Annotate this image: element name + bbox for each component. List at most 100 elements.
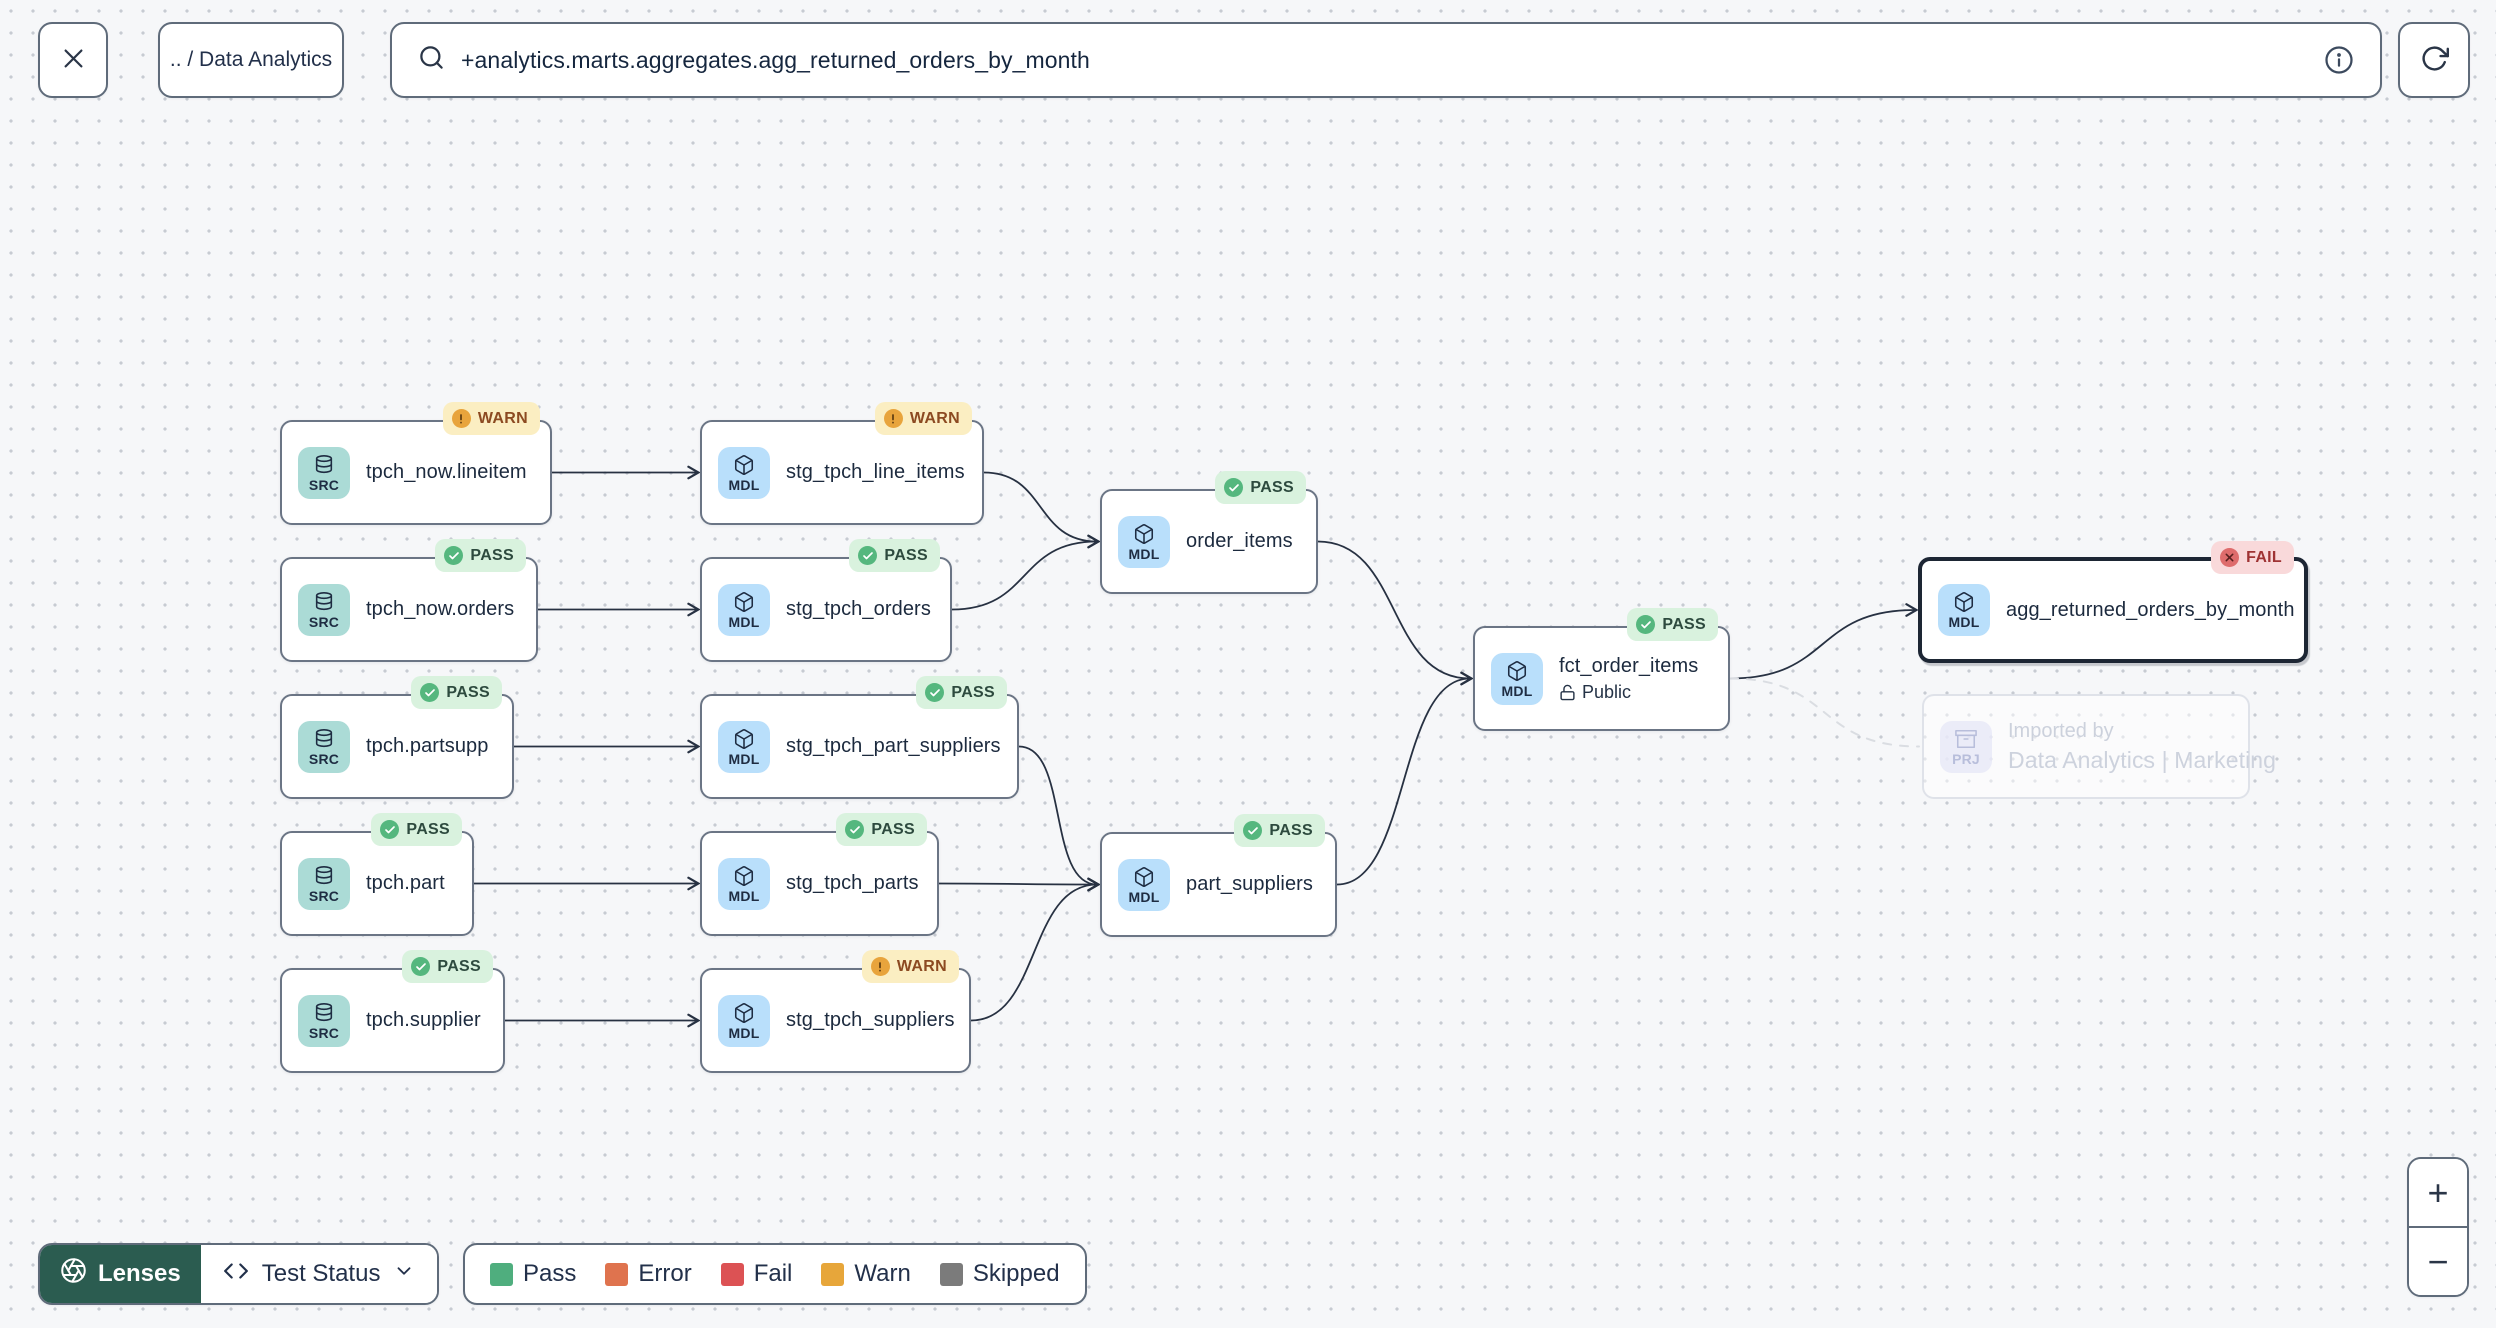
node-sublabel-top: Imported by	[2008, 719, 2114, 742]
lens-selector-label: Test Status	[261, 1260, 381, 1287]
lenses-control: Lenses Test Status	[38, 1243, 440, 1305]
edge-fct_order_items-to-prj_imported	[1729, 677, 1920, 748]
code-icon	[223, 1258, 249, 1291]
search-icon	[418, 44, 445, 76]
node-type-label: MDL	[1501, 682, 1533, 699]
archive-icon	[1955, 728, 1977, 750]
zoom-out-button[interactable]: −	[2409, 1228, 2467, 1295]
close-button[interactable]	[38, 22, 108, 98]
legend-swatch	[720, 1262, 744, 1286]
status-badge: PASS	[916, 676, 1007, 709]
status-badge: WARN	[861, 950, 959, 983]
edge-stg_part_suppliers-to-part_suppliers	[1018, 745, 1101, 892]
zoom-in-button[interactable]: +	[2409, 1159, 2467, 1226]
node-labels: Imported by Data Analytics | Marketing	[2008, 719, 2276, 774]
node-label: stg_tpch_part_suppliers	[786, 735, 1001, 757]
node-type-badge: MDL	[718, 857, 770, 910]
node-labels: part_suppliers	[1186, 873, 1313, 896]
node-type-label: MDL	[1128, 545, 1160, 562]
node-label: Data Analytics | Marketing	[2008, 746, 2277, 773]
legend-item-skipped: Skipped	[939, 1260, 1060, 1288]
edge-stg_suppliers-to-part_suppliers	[970, 877, 1101, 1022]
close-icon	[60, 45, 87, 75]
lenses-label: Lenses	[98, 1260, 181, 1287]
check-icon	[858, 546, 878, 565]
box-icon	[733, 865, 755, 887]
status-badge: PASS	[1627, 608, 1718, 641]
status-badge-label: PASS	[446, 683, 490, 701]
chevron-down-icon	[393, 1260, 415, 1289]
legend-item-error: Error	[605, 1260, 692, 1288]
status-badge-label: PASS	[951, 683, 995, 701]
breadcrumb[interactable]: .. / Data Analytics	[158, 22, 344, 98]
node-type-label: SRC	[308, 476, 340, 493]
node-labels: tpch.part	[366, 872, 445, 895]
legend-swatch	[821, 1262, 845, 1286]
status-badge-label: PASS	[871, 820, 915, 838]
legend-item-warn: Warn	[821, 1260, 911, 1288]
node-type-label: SRC	[308, 750, 340, 767]
check-icon	[1636, 615, 1656, 634]
search-input[interactable]	[461, 46, 2308, 74]
info-icon[interactable]	[2324, 45, 2354, 75]
edge-fct_order_items-to-agg_returned	[1729, 603, 1919, 680]
node-labels: stg_tpch_suppliers	[786, 1009, 954, 1032]
box-icon	[733, 728, 755, 750]
lenses-button[interactable]: Lenses	[40, 1245, 201, 1303]
database-icon	[313, 591, 335, 613]
node-label: tpch_now.lineitem	[366, 461, 527, 483]
edge-stg_parts-to-part_suppliers	[938, 877, 1101, 892]
node-type-badge: MDL	[1118, 858, 1170, 911]
status-badge: PASS	[435, 539, 526, 572]
check-icon	[925, 683, 945, 702]
legend-label: Warn	[854, 1260, 911, 1287]
node-labels: tpch.partsupp	[366, 735, 489, 758]
node-type-label: SRC	[308, 1024, 340, 1041]
status-badge-label: PASS	[1250, 478, 1294, 496]
box-icon	[1506, 660, 1528, 682]
refresh-button[interactable]	[2398, 22, 2470, 98]
node-labels: stg_tpch_line_items	[786, 461, 965, 484]
node-type-badge: SRC	[298, 446, 350, 499]
check-icon	[420, 683, 440, 702]
node-type-badge: MDL	[1491, 652, 1543, 705]
node-type-badge: MDL	[1118, 515, 1170, 568]
search-bar[interactable]	[390, 22, 2382, 98]
status-badge-label: WARN	[896, 957, 947, 975]
lens-selector[interactable]: Test Status	[200, 1245, 438, 1303]
database-icon	[313, 865, 335, 887]
node-type-badge: SRC	[298, 583, 350, 636]
node-labels: stg_tpch_part_suppliers	[786, 735, 1001, 758]
database-icon	[313, 1002, 335, 1024]
node-label: tpch.part	[366, 872, 445, 894]
legend-label: Error	[638, 1260, 692, 1287]
box-icon	[733, 454, 755, 476]
status-badge-label: PASS	[470, 546, 514, 564]
legend-item-pass: Pass	[490, 1260, 576, 1288]
edge-stg_line_items-to-order_items	[983, 471, 1101, 549]
status-badge: PASS	[411, 676, 502, 709]
node-type-label: SRC	[308, 887, 340, 904]
database-icon	[313, 728, 335, 750]
aperture-icon	[60, 1257, 87, 1291]
node-src_partsupp[interactable]: PASS SRC tpch.partsupp	[280, 676, 514, 799]
node-type-label: MDL	[1128, 888, 1160, 905]
legend-item-fail: Fail	[720, 1260, 792, 1288]
